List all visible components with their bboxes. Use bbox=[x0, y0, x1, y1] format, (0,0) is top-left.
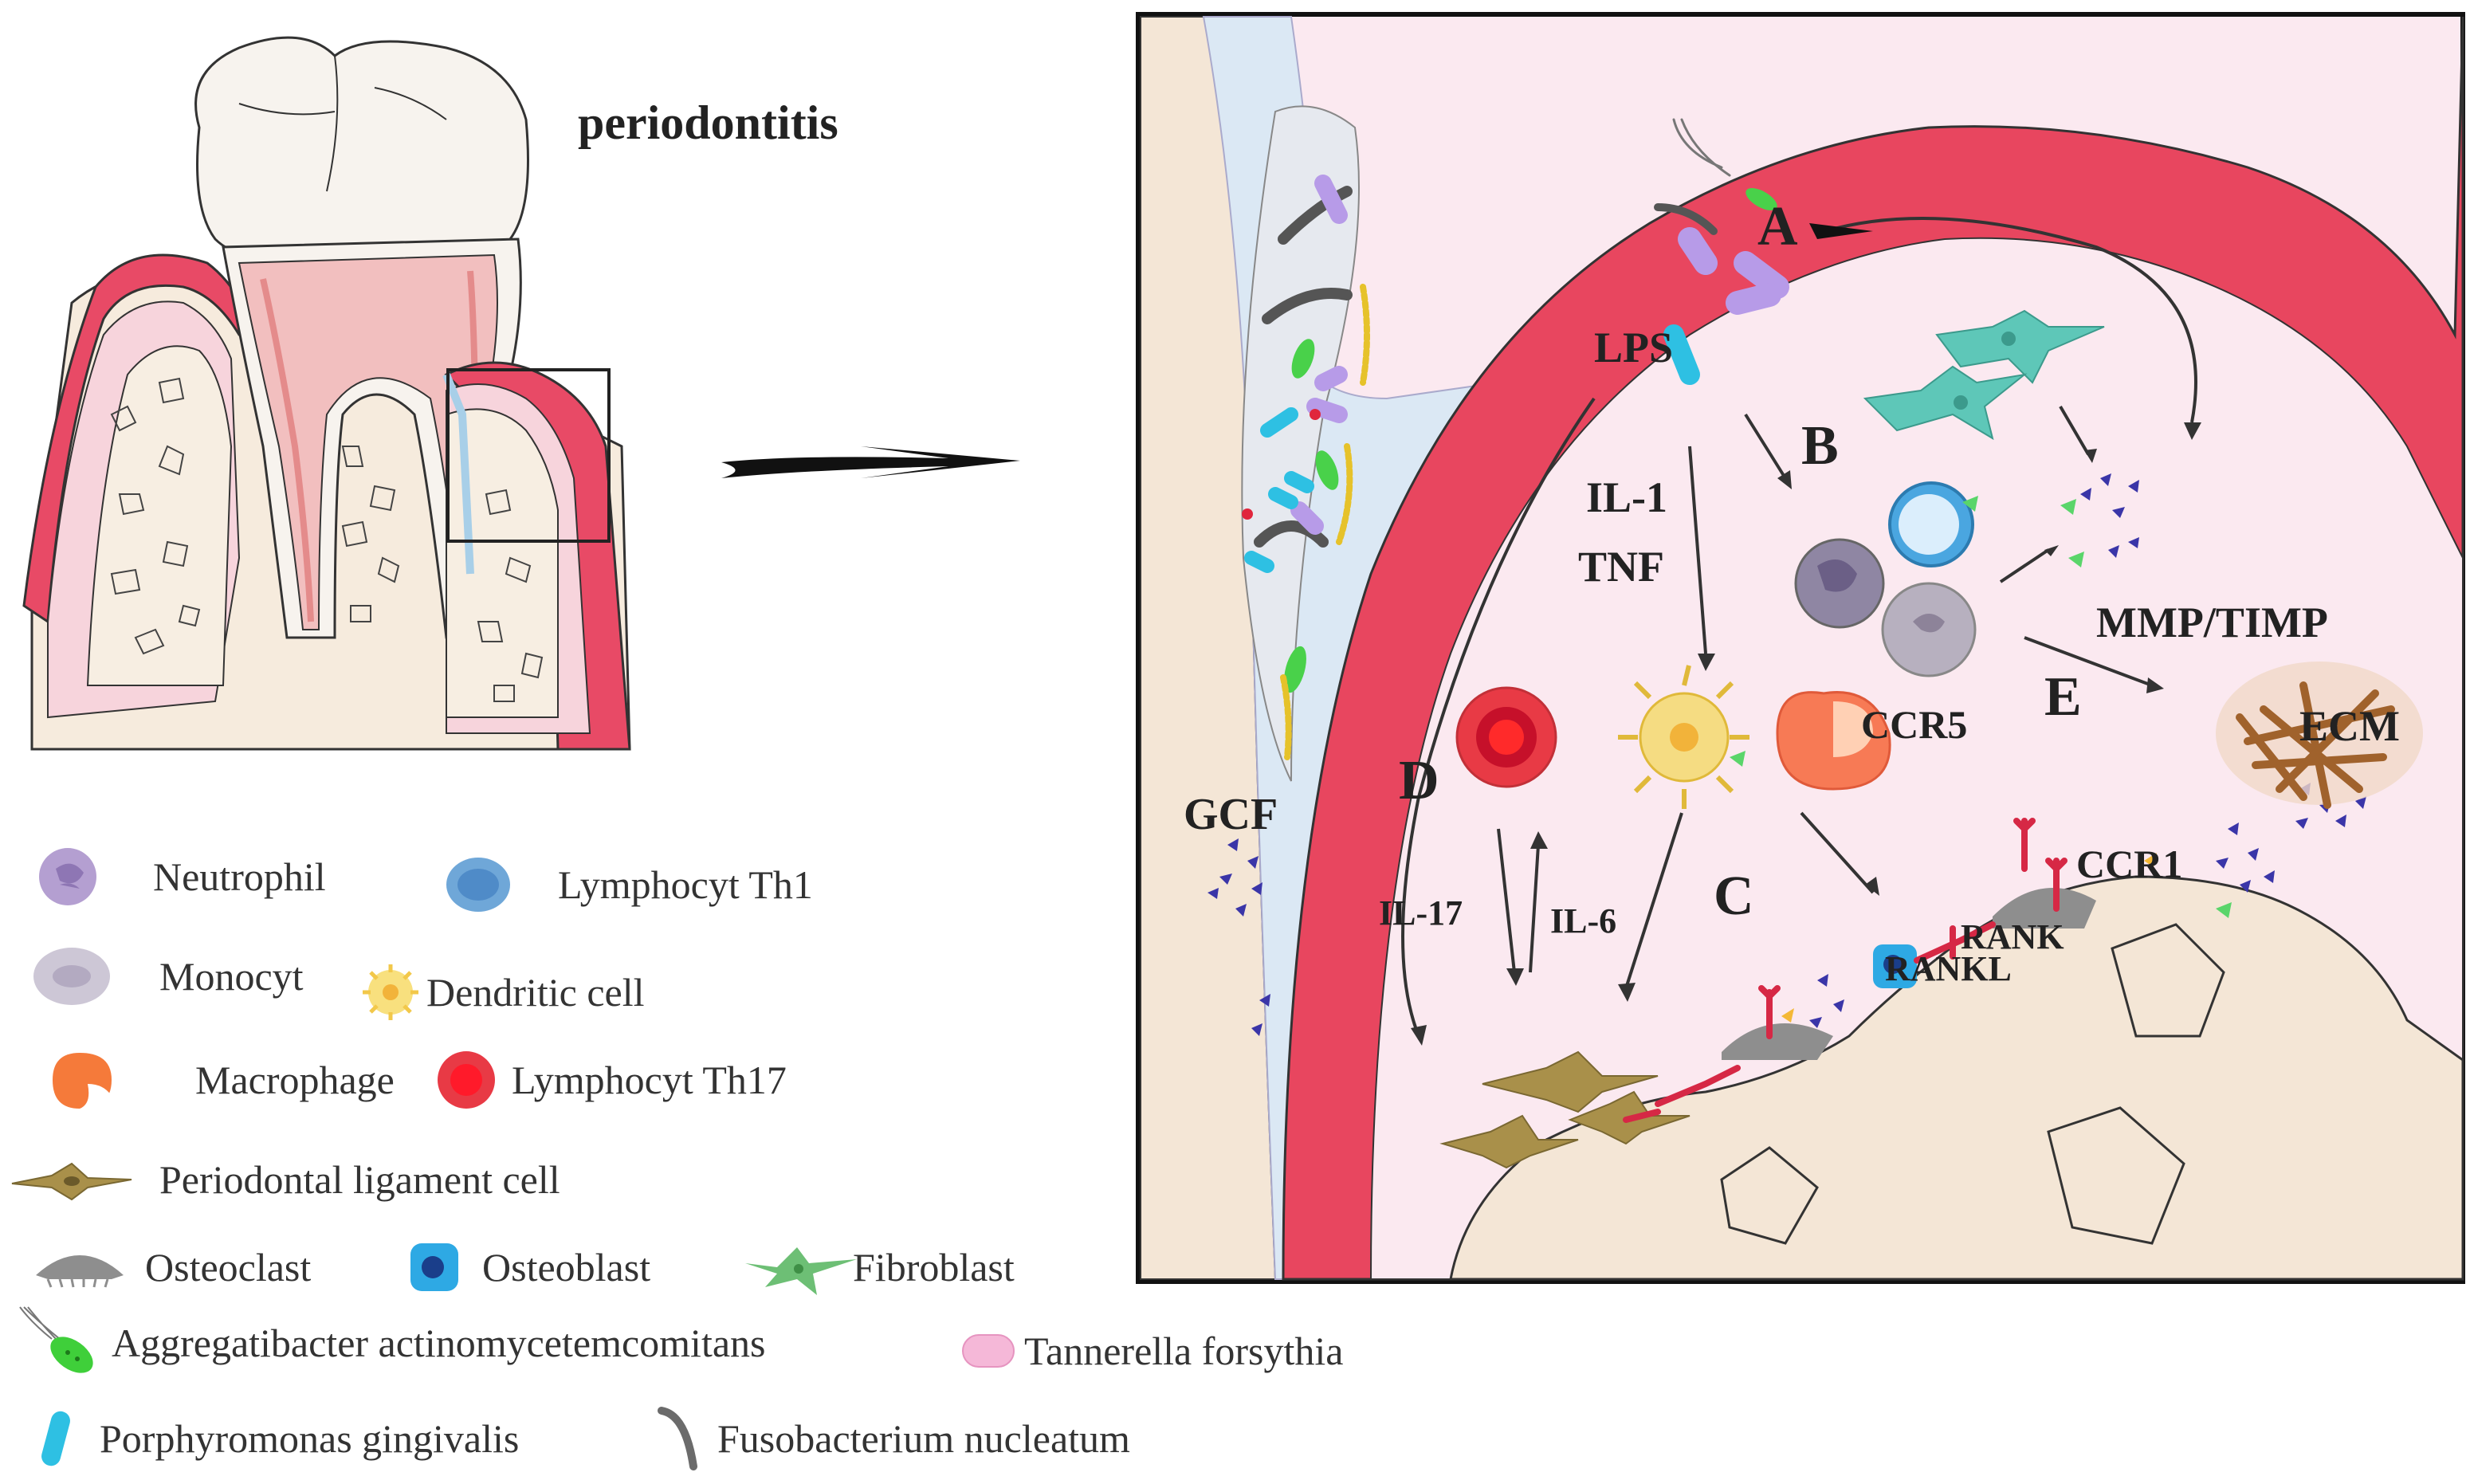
osteoclast-icon bbox=[36, 1255, 124, 1288]
rankl-label: RANKL bbox=[1885, 949, 2012, 988]
lymphocyte-th17-icon bbox=[438, 1051, 495, 1109]
legend-item-lymphocyte-th17: Lymphocyt Th17 bbox=[430, 1048, 787, 1112]
legend-item-aggregatibacter: Aggregatibacter actinomycetemcomitans bbox=[12, 1306, 766, 1375]
mechanism-panel bbox=[1136, 12, 2465, 1284]
tannerella-icon bbox=[962, 1334, 1015, 1368]
rank-label: RANK bbox=[1961, 917, 2064, 956]
title: periodontitis bbox=[578, 96, 838, 149]
legend-label: Tannerella forsythia bbox=[1024, 1329, 1344, 1373]
osteoblast-icon bbox=[410, 1243, 458, 1291]
legend-label: Lymphocyt Th17 bbox=[512, 1058, 787, 1102]
lymphocyte-th1-icon bbox=[446, 858, 510, 912]
legend-label: Fibroblast bbox=[853, 1245, 1015, 1290]
legend-label: Osteoblast bbox=[482, 1245, 651, 1290]
neutrophil-icon bbox=[39, 848, 96, 905]
legend-item-periodontal-ligament-cell: Periodontal ligament cell bbox=[8, 1148, 560, 1211]
legend-item-fibroblast: Fibroblast bbox=[741, 1235, 1015, 1299]
fibroblast-icon bbox=[745, 1247, 857, 1295]
legend-item-osteoclast: Osteoclast bbox=[32, 1235, 311, 1299]
aggregatibacter-icon bbox=[19, 1306, 93, 1373]
legend-item-neutrophil: Neutrophil bbox=[32, 845, 326, 909]
lps-label: LPS bbox=[1594, 324, 1674, 371]
dendritic-cell-icon bbox=[363, 964, 418, 1020]
legend-item-porphyromonas: Porphyromonas gingivalis bbox=[32, 1407, 519, 1470]
fusobacterium-icon bbox=[658, 1407, 697, 1470]
legend-label: Monocyt bbox=[159, 954, 304, 999]
tooth-illustration bbox=[22, 36, 1020, 751]
legend-label: Periodontal ligament cell bbox=[159, 1157, 560, 1202]
legend-item-tannerella: Tannerella forsythia bbox=[956, 1319, 1344, 1383]
legend-label: Aggregatibacter actinomycetemcomitans bbox=[112, 1321, 766, 1365]
periodontal-ligament-cell-icon bbox=[11, 1162, 132, 1201]
legend-item-dendritic-cell: Dendritic cell bbox=[355, 960, 645, 1024]
legend-label: Lymphocyt Th1 bbox=[558, 862, 813, 907]
label-a: A bbox=[1757, 196, 1798, 257]
legend-item-lymphocyte-th1: Lymphocyt Th1 bbox=[442, 853, 813, 917]
ccr1-label: CCR1 bbox=[2076, 842, 2183, 886]
legend-item-osteoblast: Osteoblast bbox=[403, 1235, 650, 1299]
legend-label: Fusobacterium nucleatum bbox=[717, 1416, 1130, 1461]
mmp-timp-label: MMP/TIMP bbox=[2096, 599, 2328, 646]
legend-item-macrophage: Macrophage bbox=[48, 1048, 395, 1112]
zoom-box bbox=[446, 368, 611, 543]
porphyromonas-icon bbox=[41, 1411, 70, 1466]
ecm-label: ECM bbox=[2299, 702, 2400, 750]
gcf-label: GCF bbox=[1184, 790, 1278, 839]
legend-item-fusobacterium: Fusobacterium nucleatum bbox=[654, 1407, 1130, 1470]
tnf-label: TNF bbox=[1578, 543, 1664, 591]
monocyte-icon bbox=[33, 948, 110, 1005]
legend-label: Macrophage bbox=[195, 1058, 395, 1102]
macrophage-icon bbox=[53, 1053, 112, 1109]
il6-label: IL-6 bbox=[1550, 901, 1617, 940]
il1-label: IL-1 bbox=[1586, 473, 1668, 521]
legend-label: Porphyromonas gingivalis bbox=[100, 1416, 520, 1461]
label-e: E bbox=[2044, 666, 2082, 728]
ccr5-label: CCR5 bbox=[1861, 702, 1968, 747]
label-b: B bbox=[1801, 415, 1839, 477]
legend-item-monocyte: Monocyt bbox=[32, 944, 304, 1008]
legend-label: Osteoclast bbox=[145, 1245, 312, 1290]
label-c: C bbox=[1714, 866, 1754, 927]
legend-label: Neutrophil bbox=[153, 854, 326, 899]
label-d: D bbox=[1399, 750, 1439, 811]
il17-label: IL-17 bbox=[1379, 893, 1463, 932]
legend-label: Dendritic cell bbox=[426, 970, 645, 1015]
